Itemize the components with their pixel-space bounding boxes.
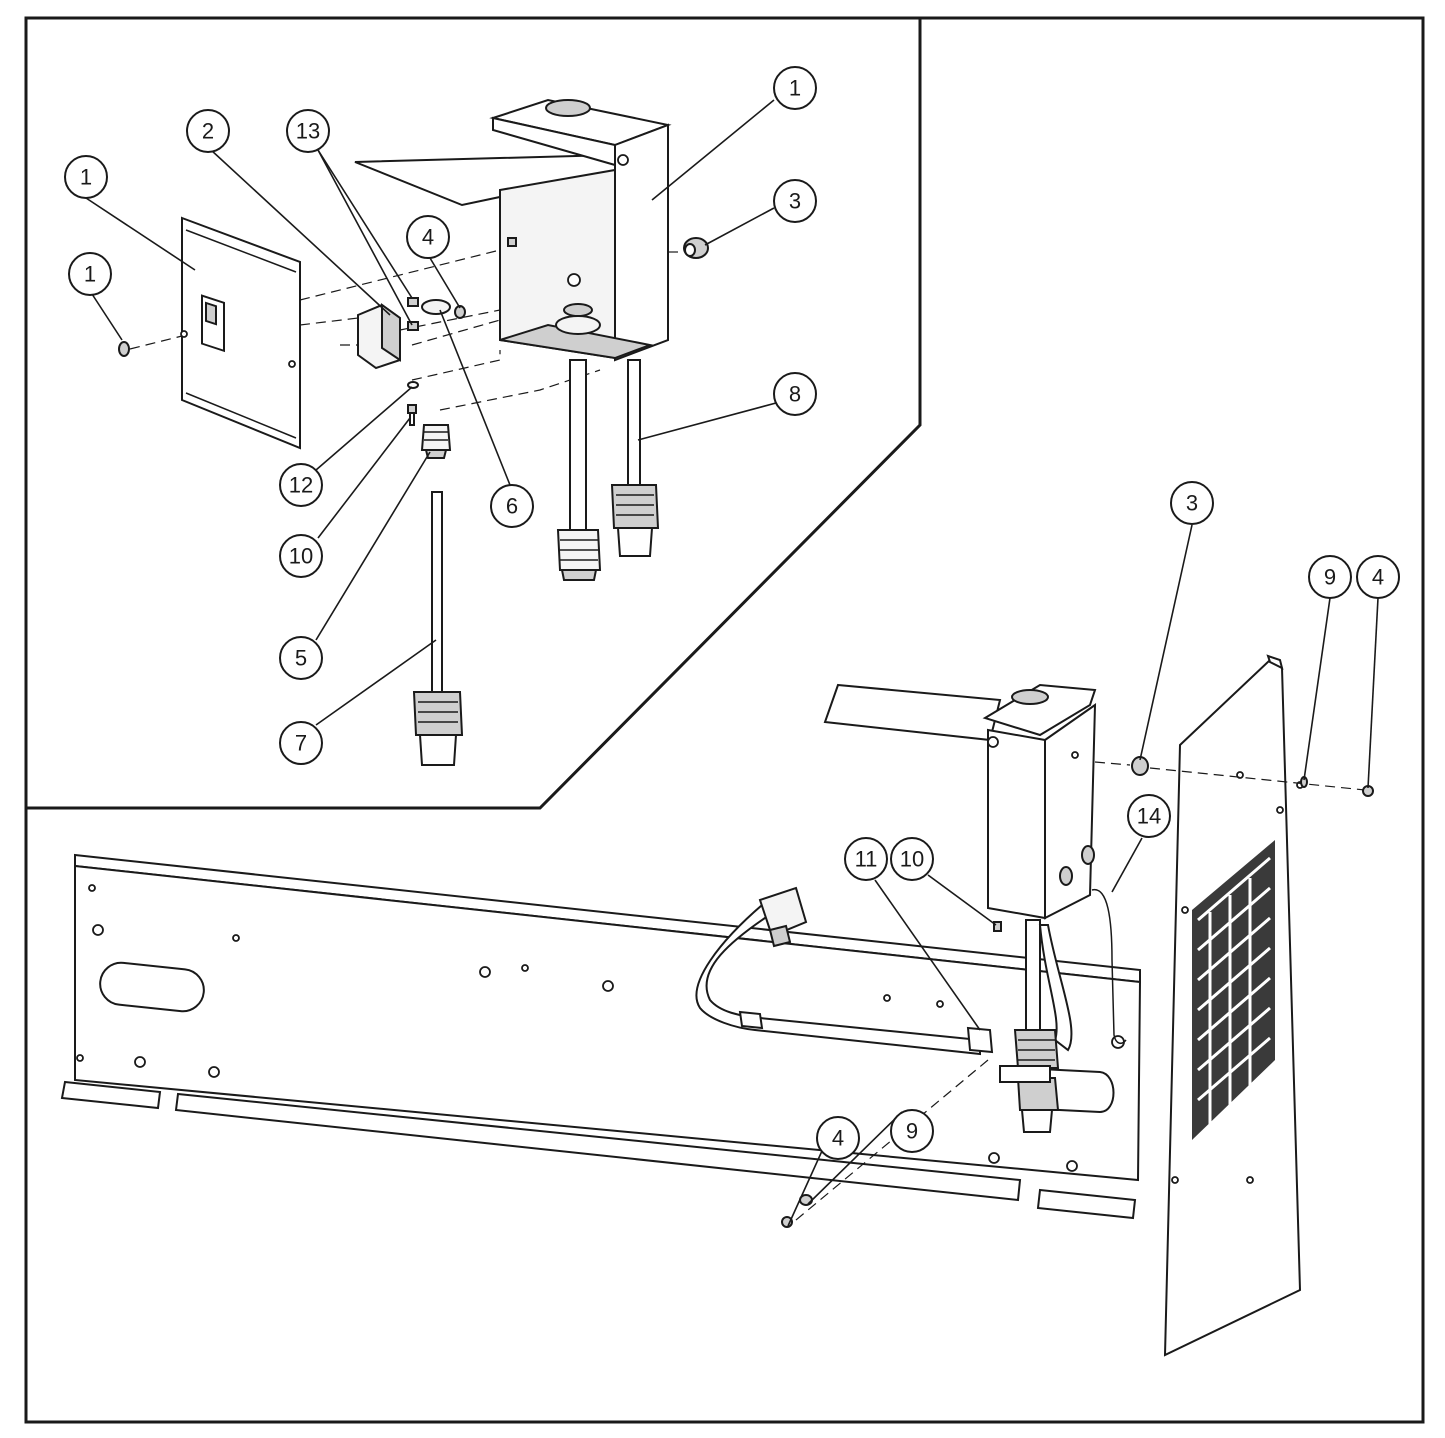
svg-text:6: 6	[506, 494, 518, 519]
outer-frame	[24, 16, 1425, 1424]
conduit-main	[695, 886, 1073, 1133]
svg-text:9: 9	[906, 1119, 918, 1144]
callout-1b: 1	[68, 252, 112, 296]
breaker	[357, 303, 401, 370]
side-panel	[1163, 654, 1304, 1357]
enclosure-main	[823, 683, 1097, 920]
svg-text:9: 9	[1324, 565, 1336, 590]
svg-text:2: 2	[202, 119, 214, 144]
callout-4c: 4	[816, 1116, 860, 1160]
conduit-left	[556, 359, 602, 581]
callout-14: 14	[1127, 794, 1171, 838]
callout-6: 6	[490, 484, 534, 528]
base-rail	[60, 853, 1142, 1220]
power-cord-8	[610, 359, 660, 557]
callout-1c: 1	[773, 66, 817, 110]
svg-text:1: 1	[84, 262, 96, 287]
callout-5: 5	[279, 636, 323, 680]
ground-wire-14	[1091, 889, 1127, 1044]
svg-text:12: 12	[289, 473, 313, 498]
svg-text:5: 5	[295, 646, 307, 671]
svg-text:8: 8	[789, 382, 801, 407]
lock-ring-6	[421, 299, 451, 315]
callout-10b: 10	[890, 837, 934, 881]
svg-text:10: 10	[900, 847, 924, 872]
svg-text:4: 4	[422, 225, 434, 250]
callout-10a: 10	[279, 534, 323, 578]
callout-1a: 1	[64, 155, 108, 199]
callout-9a: 9	[1308, 555, 1352, 599]
nuts-13	[407, 297, 419, 331]
callout-13: 13	[286, 109, 330, 153]
svg-text:11: 11	[855, 847, 878, 872]
leader-lines	[85, 99, 1379, 1227]
svg-text:13: 13	[296, 119, 320, 144]
washer-12	[407, 381, 419, 389]
callout-4b: 4	[1356, 555, 1400, 599]
callout-8: 8	[773, 372, 817, 416]
nut-4	[454, 305, 466, 319]
fastener-projection-line	[789, 1059, 989, 1226]
svg-text:3: 3	[789, 189, 801, 214]
svg-text:7: 7	[295, 731, 307, 756]
detail-inset-frame	[26, 18, 922, 810]
svg-text:10: 10	[289, 544, 313, 569]
svg-text:3: 3	[1186, 491, 1198, 516]
screw-10	[407, 404, 417, 426]
callout-4a: 4	[406, 215, 450, 259]
strain-relief-5	[420, 424, 452, 459]
callout-7: 7	[279, 721, 323, 765]
callouts: 1 1 1 2 13 4 3 8 12 10 6 5 7 3 9 4 14 11…	[64, 66, 1400, 1160]
svg-text:4: 4	[1372, 565, 1384, 590]
detail-view	[118, 98, 709, 766]
cover-screw	[118, 335, 183, 357]
bumper-3	[668, 237, 709, 259]
callout-3a: 3	[773, 179, 817, 223]
callout-11: 11	[844, 837, 888, 881]
callout-9b: 9	[890, 1109, 934, 1153]
cover-panel	[180, 216, 301, 450]
svg-text:14: 14	[1137, 804, 1161, 829]
screw-10-main	[993, 921, 1002, 932]
callout-12: 12	[279, 463, 323, 507]
enclosure-top	[354, 98, 672, 362]
svg-text:1: 1	[789, 76, 801, 101]
box-fitting	[555, 303, 601, 335]
svg-text:4: 4	[832, 1126, 844, 1151]
callout-3b: 3	[1170, 481, 1214, 525]
main-view	[60, 654, 1374, 1357]
svg-text:1: 1	[80, 165, 92, 190]
callout-2: 2	[186, 109, 230, 153]
power-cord-7	[412, 491, 464, 766]
